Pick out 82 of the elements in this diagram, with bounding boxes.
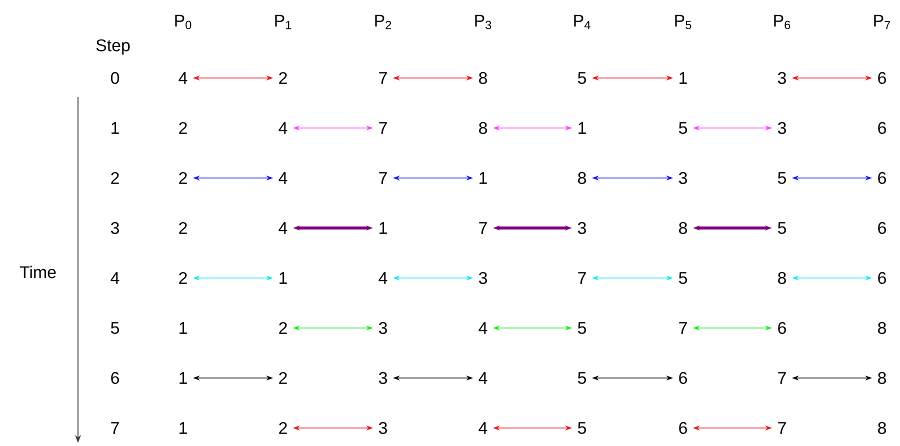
number: 1	[180, 422, 187, 434]
number: 5	[778, 222, 786, 234]
number: 3	[378, 372, 387, 384]
number: 7	[778, 372, 786, 384]
number: 5	[578, 372, 586, 384]
number: 2	[279, 322, 287, 334]
step-number: 7	[111, 422, 119, 434]
number: 2	[179, 122, 187, 134]
number: 7	[379, 72, 387, 84]
number: 1	[180, 322, 187, 334]
number: 2	[279, 422, 287, 434]
number: 7	[479, 222, 487, 234]
number: 7	[578, 272, 586, 284]
number: 3	[478, 272, 487, 284]
column-header: P$_{0}$	[175, 14, 192, 30]
number: 1	[578, 122, 586, 134]
axis-label: Time	[20, 266, 56, 278]
column-header: P$_{7}$	[874, 14, 890, 30]
column-header: Step	[96, 39, 130, 55]
number: 6	[878, 222, 886, 234]
number: 6	[878, 272, 886, 284]
step-number: 1	[112, 122, 119, 134]
column-header: P$_{4}$	[574, 14, 590, 30]
step-number: 2	[111, 172, 119, 184]
number: 8	[479, 122, 487, 134]
column-header: P$_{6}$	[774, 14, 790, 30]
number: 1	[180, 372, 187, 384]
number: 4	[278, 122, 288, 134]
number: 2	[179, 272, 187, 284]
number: 8	[878, 372, 886, 384]
step-number: 0	[110, 72, 120, 84]
number: 5	[578, 72, 586, 84]
number: 7	[379, 172, 387, 184]
number: 3	[678, 172, 687, 184]
number: 4	[478, 372, 488, 384]
number: 1	[680, 72, 687, 84]
number: 5	[678, 122, 687, 134]
number: 5	[578, 322, 586, 334]
number: 2	[279, 372, 287, 384]
number: 8	[878, 322, 886, 334]
number: 5	[778, 172, 786, 184]
number: 7	[778, 422, 786, 434]
column-header: P$_{5}$	[675, 14, 692, 30]
number: 2	[179, 172, 187, 184]
number: 6	[878, 122, 886, 134]
number: 6	[878, 172, 886, 184]
number: 4	[378, 272, 388, 284]
number: 4	[478, 322, 488, 334]
number: 8	[878, 422, 886, 434]
number: 8	[479, 72, 487, 84]
number: 3	[778, 122, 786, 134]
column-header: P$_{2}$	[375, 14, 392, 30]
number: 3	[378, 322, 387, 334]
number: 3	[578, 222, 586, 234]
number: 2	[179, 222, 187, 234]
number: 4	[178, 72, 188, 84]
number: 2	[279, 72, 287, 84]
number: 1	[280, 272, 287, 284]
step-number: 6	[111, 372, 119, 384]
step-number: 4	[110, 272, 120, 284]
number: 1	[480, 172, 487, 184]
number: 6	[679, 422, 687, 434]
step-number: 3	[110, 222, 119, 234]
number: 7	[379, 122, 387, 134]
number: 8	[778, 272, 786, 284]
number: 4	[278, 172, 288, 184]
column-header: P$_{1}$	[275, 14, 292, 30]
number: 5	[678, 272, 687, 284]
number: 4	[278, 222, 288, 234]
number: 3	[778, 72, 786, 84]
number: 8	[578, 172, 586, 184]
step-number: 5	[110, 322, 119, 334]
number: 4	[478, 422, 488, 434]
number: 6	[778, 322, 786, 334]
number: 7	[679, 322, 687, 334]
number: 6	[878, 72, 886, 84]
number: 1	[380, 222, 387, 234]
number: 5	[578, 422, 586, 434]
number: 6	[679, 372, 687, 384]
number: 8	[679, 222, 687, 234]
column-header: P$_{3}$	[475, 14, 492, 30]
number: 3	[378, 422, 387, 434]
